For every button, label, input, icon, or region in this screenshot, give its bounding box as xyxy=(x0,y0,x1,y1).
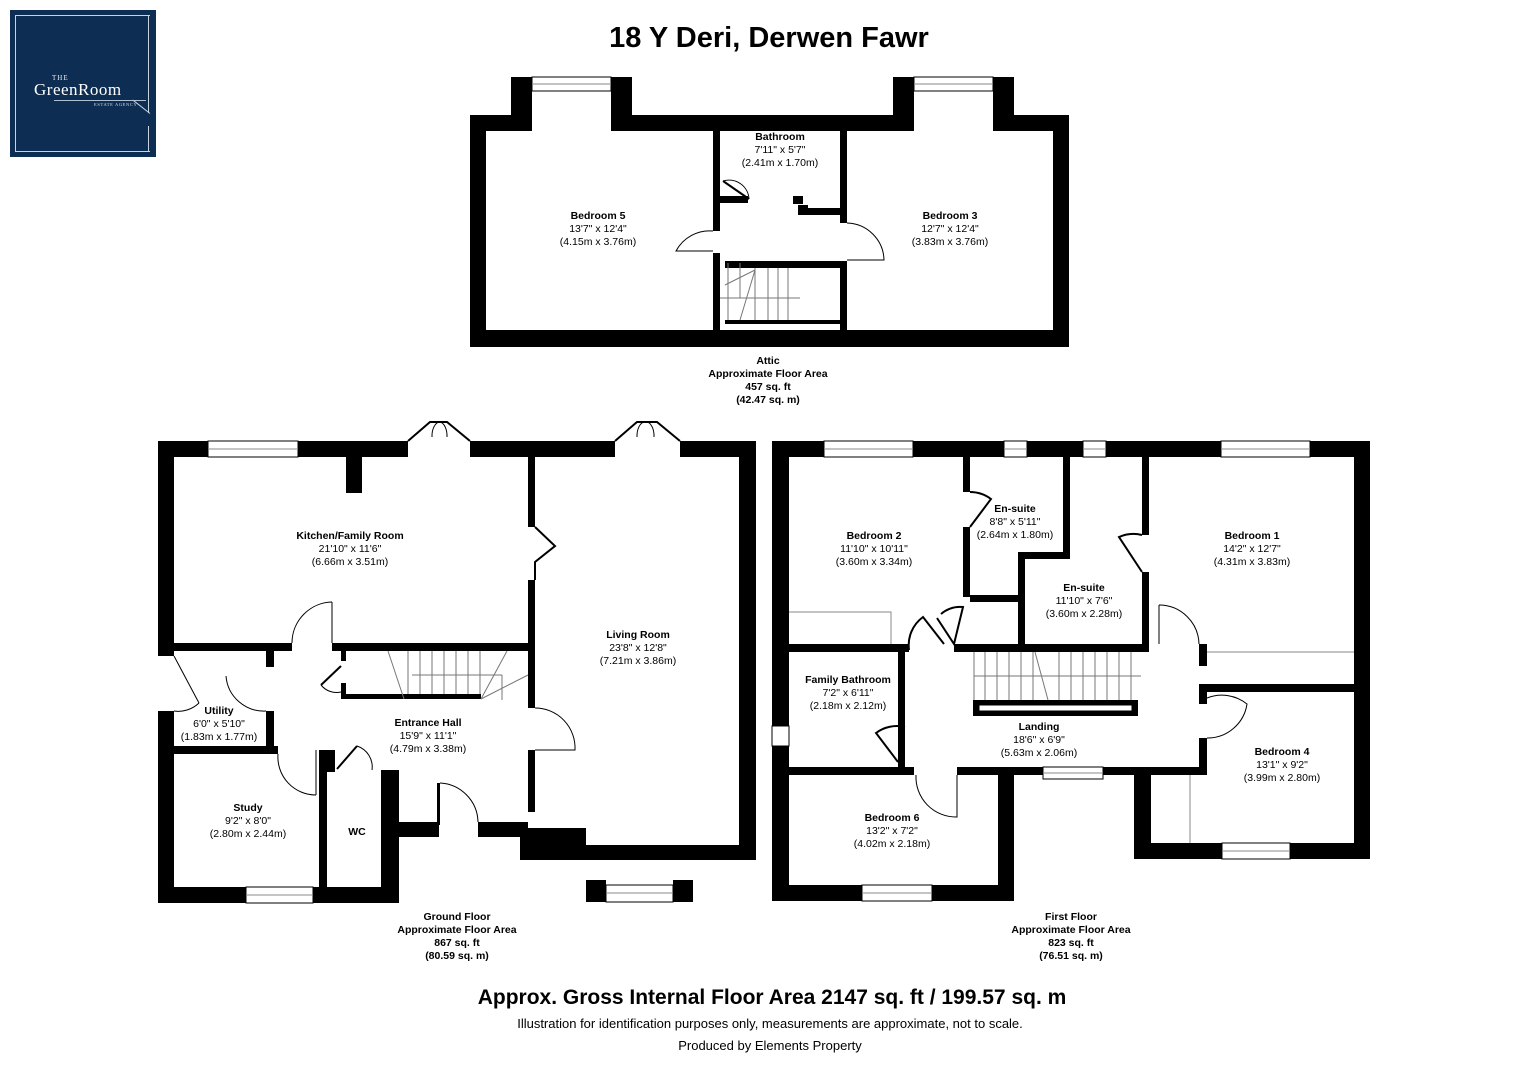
room-label-bedroom-3: Bedroom 3 12'7" x 12'4" (3.83m x 3.76m) xyxy=(912,210,988,249)
room-label-bathroom: Bathroom 7'11" x 5'7" (2.41m x 1.70m) xyxy=(742,131,818,170)
first-floor-walls xyxy=(772,441,1370,901)
room-dimensions-metric: (2.18m x 2.12m) xyxy=(809,700,887,712)
room-name: Utility xyxy=(204,705,234,717)
room-dimensions-imperial: 7'11" x 5'7" xyxy=(754,144,806,156)
ground-floor-walls xyxy=(158,441,756,903)
floor-area-sqm: (42.47 sq. m) xyxy=(736,394,800,406)
room-dimensions-metric: (5.63m x 2.06m) xyxy=(1000,747,1078,759)
room-dimensions-imperial: 12'7" x 12'4" xyxy=(921,223,979,235)
floor-area-sqm: (76.51 sq. m) xyxy=(1039,950,1103,962)
room-dimensions-imperial: 11'10" x 10'11" xyxy=(840,543,908,555)
floor-area-label: Approximate Floor Area xyxy=(1011,924,1131,936)
room-label-living-room: Living Room 23'8" x 12'8" (7.21m x 3.86m… xyxy=(600,629,676,668)
logo-subtitle: ESTATE AGENCY xyxy=(94,102,138,107)
room-name: Bedroom 1 xyxy=(1224,530,1280,542)
room-dimensions-metric: (2.80m x 2.44m) xyxy=(209,828,287,840)
room-name: Bedroom 6 xyxy=(864,812,920,824)
room-dimensions-imperial: 14'2" x 12'7" xyxy=(1223,543,1281,555)
room-name: Entrance Hall xyxy=(394,717,462,729)
floor-area-sqm: (80.59 sq. m) xyxy=(425,950,489,962)
room-dimensions-imperial: 7'2" x 6'11" xyxy=(822,687,874,699)
room-label-bedroom-4: Bedroom 4 13'1" x 9'2" (3.99m x 2.80m) xyxy=(1244,746,1320,785)
room-label-kitchen-family-room: Kitchen/Family Room 21'10" x 11'6" (6.66… xyxy=(296,530,403,569)
property-title: 18 Y Deri, Derwen Fawr xyxy=(609,22,929,54)
room-name: Bedroom 5 xyxy=(570,210,626,222)
floor-area-sqft: 867 sq. ft xyxy=(434,937,480,949)
floor-name: Attic xyxy=(756,355,780,367)
room-label-study: Study 9'2" x 8'0" (2.80m x 2.44m) xyxy=(210,802,286,841)
room-label-wc: WC xyxy=(348,826,366,839)
room-dimensions-imperial: 13'1" x 9'2" xyxy=(1256,759,1308,771)
room-dimensions-imperial: 18'6" x 6'9" xyxy=(1013,734,1065,746)
room-name: Bedroom 2 xyxy=(846,530,902,542)
first-floor-details xyxy=(771,440,1354,902)
room-name: Family Bathroom xyxy=(805,674,891,686)
ground-floor-area-summary: Ground Floor Approximate Floor Area 867 … xyxy=(397,911,516,963)
room-dimensions-imperial: 23'8" x 12'8" xyxy=(609,642,667,654)
room-label-bedroom-6: Bedroom 6 13'2" x 7'2" (4.02m x 2.18m) xyxy=(854,812,930,851)
first-floor-area-summary: First Floor Approximate Floor Area 823 s… xyxy=(1011,911,1130,963)
attic-walls xyxy=(470,77,1069,347)
room-label-utility: Utility 6'0" x 5'10" (1.83m x 1.77m) xyxy=(181,705,257,744)
room-dimensions-metric: (3.60m x 2.28m) xyxy=(1045,608,1123,620)
floor-area-sqft: 457 sq. ft xyxy=(745,381,791,393)
floor-area-label: Approximate Floor Area xyxy=(708,368,828,380)
logo-frame xyxy=(15,15,150,152)
agency-logo: THE GreenRoom ESTATE AGENCY xyxy=(10,10,156,157)
room-label-family-bathroom: Family Bathroom 7'2" x 6'11" (2.18m x 2.… xyxy=(805,674,891,713)
room-label-landing: Landing 18'6" x 6'9" (5.63m x 2.06m) xyxy=(1001,721,1077,760)
room-dimensions-metric: (1.83m x 1.77m) xyxy=(180,731,258,743)
room-dimensions-imperial: 11'10" x 7'6" xyxy=(1055,595,1113,607)
room-dimensions-metric: (3.99m x 2.80m) xyxy=(1243,772,1321,784)
room-dimensions-metric: (4.31m x 3.83m) xyxy=(1213,556,1291,568)
room-name: Landing xyxy=(1018,721,1060,733)
logo-frame-edge-lower xyxy=(148,126,149,151)
room-dimensions-metric: (3.83m x 3.76m) xyxy=(911,236,989,248)
room-dimensions-metric: (2.41m x 1.70m) xyxy=(741,157,819,169)
room-dimensions-imperial: 13'2" x 7'2" xyxy=(866,825,918,837)
floor-name: Ground Floor xyxy=(423,911,491,923)
room-label-bedroom-1: Bedroom 1 14'2" x 12'7" (4.31m x 3.83m) xyxy=(1214,530,1290,569)
room-dimensions-imperial: 15'9" x 11'1" xyxy=(399,730,457,742)
floor-name: First Floor xyxy=(1045,911,1097,923)
room-label-entrance-hall: Entrance Hall 15'9" x 11'1" (4.79m x 3.3… xyxy=(390,717,466,756)
room-label-bedroom-2: Bedroom 2 11'10" x 10'11" (3.60m x 3.34m… xyxy=(836,530,912,569)
room-name: Study xyxy=(233,802,263,814)
room-dimensions-metric: (6.66m x 3.51m) xyxy=(311,556,389,568)
floor-area-sqft: 823 sq. ft xyxy=(1048,937,1094,949)
room-name: WC xyxy=(348,826,366,838)
room-dimensions-metric: (4.15m x 3.76m) xyxy=(559,236,637,248)
room-name: Living Room xyxy=(606,629,670,641)
attic-details xyxy=(531,76,994,321)
room-name: Bedroom 3 xyxy=(922,210,978,222)
room-dimensions-imperial: 6'0" x 5'10" xyxy=(193,718,245,730)
floor-area-label: Approximate Floor Area xyxy=(397,924,517,936)
ground-floor-details xyxy=(173,421,681,904)
room-dimensions-metric: (3.60m x 3.34m) xyxy=(835,556,913,568)
room-label-bedroom-5: Bedroom 5 13'7" x 12'4" (4.15m x 3.76m) xyxy=(560,210,636,249)
attic-area-summary: Attic Approximate Floor Area 457 sq. ft … xyxy=(708,355,827,407)
room-name: Bathroom xyxy=(755,131,805,143)
logo-frame-edge xyxy=(148,15,149,113)
logo-name: GreenRoom xyxy=(34,80,122,99)
room-dimensions-imperial: 9'2" x 8'0" xyxy=(225,815,271,827)
room-name: En-suite xyxy=(1063,582,1105,594)
room-label-en-suite-2: En-suite 11'10" x 7'6" (3.60m x 2.28m) xyxy=(1046,582,1122,621)
room-dimensions-metric: (4.02m x 2.18m) xyxy=(853,838,931,850)
room-dimensions-imperial: 13'7" x 12'4" xyxy=(569,223,627,235)
room-label-en-suite-1: En-suite 8'8" x 5'11" (2.64m x 1.80m) xyxy=(977,503,1053,542)
room-dimensions-metric: (2.64m x 1.80m) xyxy=(976,529,1054,541)
disclaimer-text: Illustration for identification purposes… xyxy=(517,1016,1023,1031)
logo-rule xyxy=(54,100,146,101)
room-dimensions-imperial: 21'10" x 11'6" xyxy=(318,543,382,555)
room-name: Bedroom 4 xyxy=(1254,746,1310,758)
room-dimensions-imperial: 8'8" x 5'11" xyxy=(989,516,1041,528)
room-dimensions-metric: (4.79m x 3.38m) xyxy=(389,743,467,755)
room-dimensions-metric: (7.21m x 3.86m) xyxy=(599,655,677,667)
room-name: Kitchen/Family Room xyxy=(296,530,404,542)
producer-credit: Produced by Elements Property xyxy=(678,1038,862,1053)
room-name: En-suite xyxy=(994,503,1036,515)
logo-the: THE xyxy=(52,74,69,82)
gross-internal-area: Approx. Gross Internal Floor Area 2147 s… xyxy=(477,986,1067,1009)
